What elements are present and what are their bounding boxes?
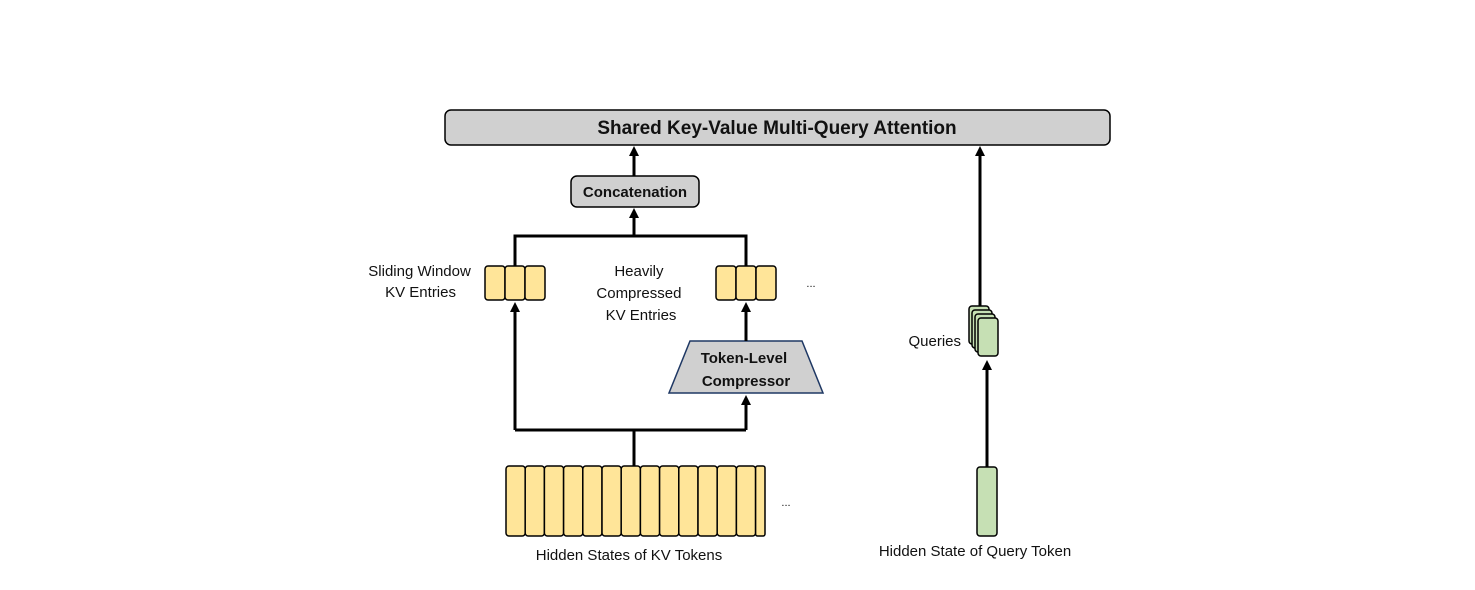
sliding-window-kv-entries — [484, 265, 546, 301]
compressed-kv-entries — [715, 265, 777, 301]
sliding-window-label: Sliding Window KV Entries — [368, 263, 475, 301]
connector-kv-to-concat — [513, 234, 748, 266]
hidden-states-kv-tokens — [505, 465, 766, 537]
hidden-query-label: Hidden State of Query Token — [879, 543, 1071, 560]
compressed-ellipsis: ... — [806, 278, 815, 290]
queries-stack — [968, 305, 999, 357]
connector-hidden-split — [515, 428, 746, 466]
concatenation-label: Concatenation — [583, 184, 687, 201]
compressor-label: Token-Level Compressor — [701, 350, 792, 390]
attention-title: Shared Key-Value Multi-Query Attention — [597, 118, 956, 139]
attention-box — [444, 109, 1111, 146]
hidden-state-query-token — [976, 466, 998, 537]
token-level-compressor — [667, 340, 825, 394]
hidden-kv-ellipsis: ... — [781, 497, 790, 509]
compressed-kv-label: Heavily Compressed KV Entries — [596, 263, 685, 324]
queries-label: Queries — [908, 333, 961, 350]
hidden-kv-label: Hidden States of KV Tokens — [536, 547, 723, 564]
